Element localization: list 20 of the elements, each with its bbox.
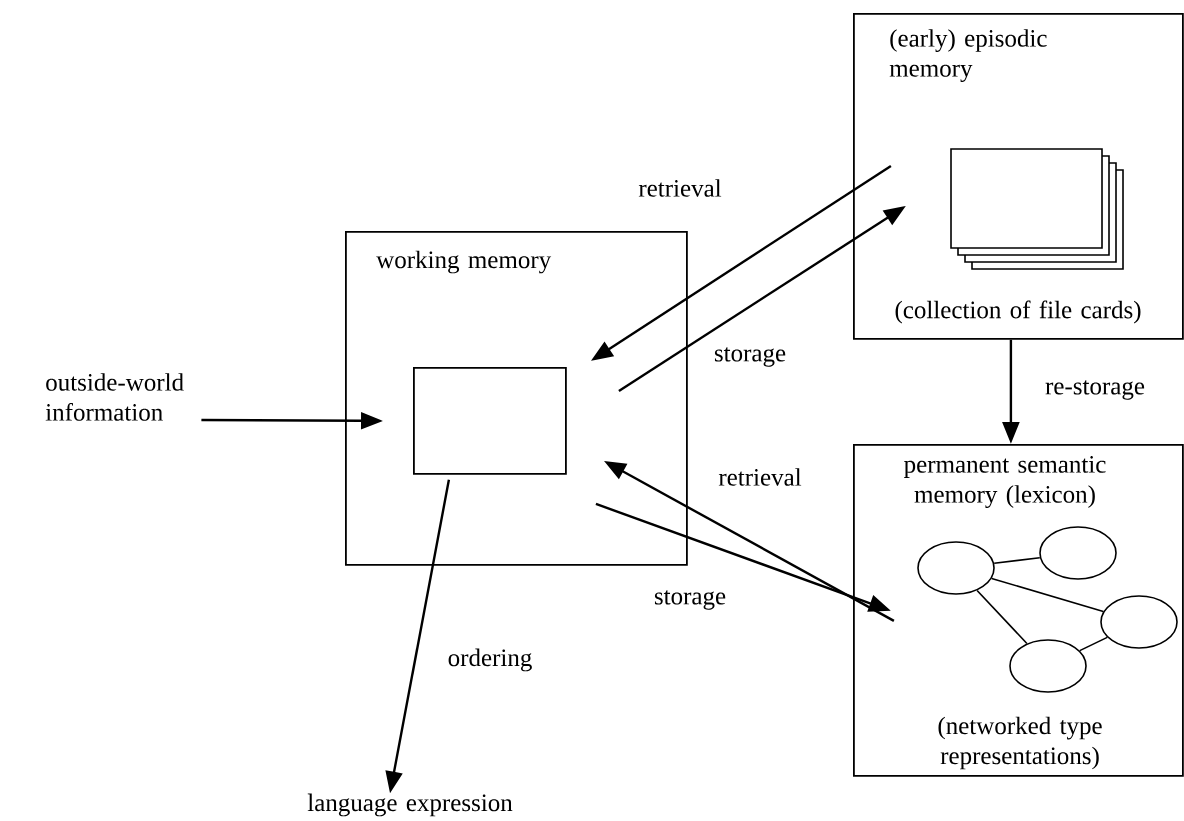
edge-label: ordering xyxy=(445,646,535,674)
edge-label: retrieval xyxy=(636,177,724,199)
text-label: outside-world information xyxy=(45,373,184,421)
network-ellipse xyxy=(1009,639,1087,693)
network-ellipse xyxy=(917,541,995,595)
text-label: language expression xyxy=(307,793,513,817)
edge-label: storage xyxy=(711,345,789,369)
network-line xyxy=(976,589,1028,645)
memory-box: (early) episodic memory (collection of file cards) xyxy=(853,13,1184,340)
network-ellipse xyxy=(1039,526,1117,580)
edge-label: storage xyxy=(651,588,729,612)
network-line xyxy=(993,556,1041,565)
network-ellipse xyxy=(1100,595,1178,649)
memory-box: working memory xyxy=(345,231,688,566)
edge-label: retrieval xyxy=(716,466,804,488)
edge-label: re-storage xyxy=(1043,378,1147,402)
inner-box xyxy=(413,367,567,475)
memory-box: permanent semantic memory (lexicon) (networked type representations) xyxy=(853,444,1184,777)
network-line xyxy=(1079,636,1108,652)
network-line xyxy=(990,577,1105,613)
